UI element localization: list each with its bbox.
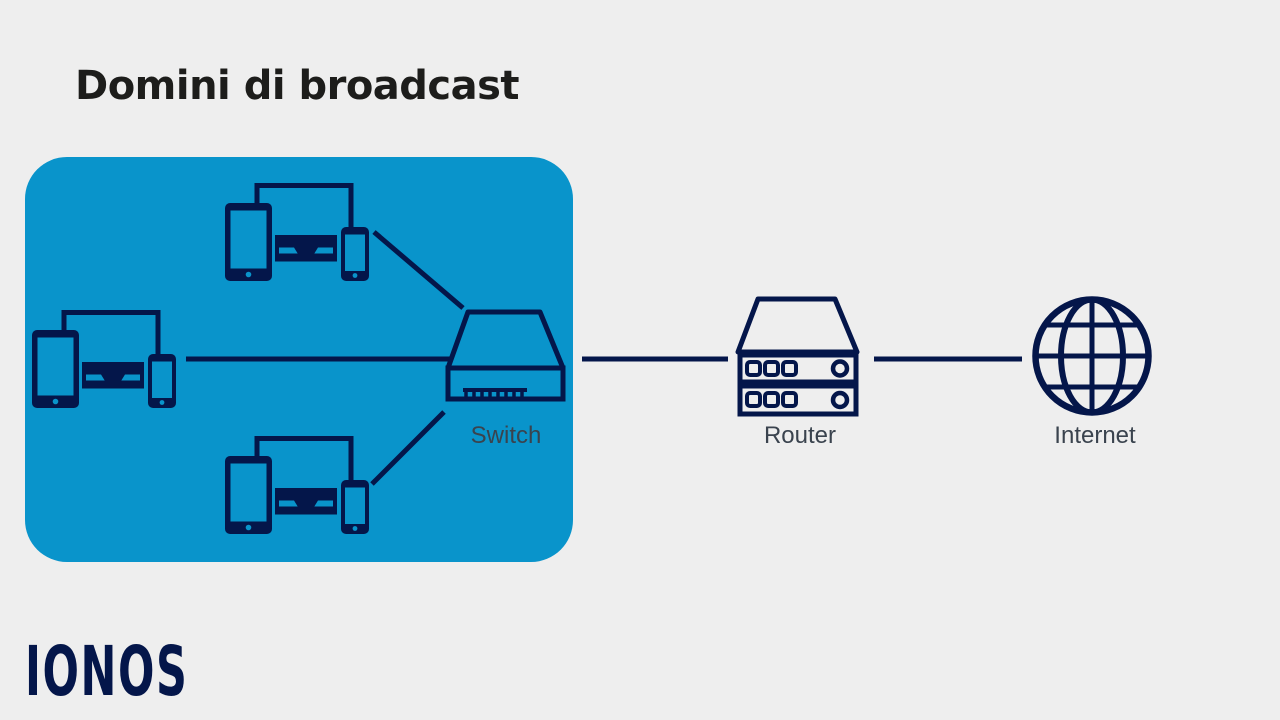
ionos-logo: IONOS <box>25 631 188 711</box>
device-group-icon <box>32 313 176 409</box>
device-group-icon <box>225 439 369 535</box>
connection-line-group3-switch <box>370 410 446 486</box>
internet-globe-icon <box>1032 296 1152 416</box>
device-group-icon <box>225 186 369 282</box>
network-switch-icon <box>445 309 566 402</box>
router-label: Router <box>763 422 837 449</box>
switch-label: Switch <box>470 422 542 449</box>
page-title: Domini di broadcast <box>75 63 520 109</box>
router-icon <box>735 296 860 417</box>
internet-label: Internet <box>1054 422 1136 449</box>
connection-line-group1-switch <box>372 230 465 310</box>
ionos-logo-text: IONOS <box>25 631 188 711</box>
